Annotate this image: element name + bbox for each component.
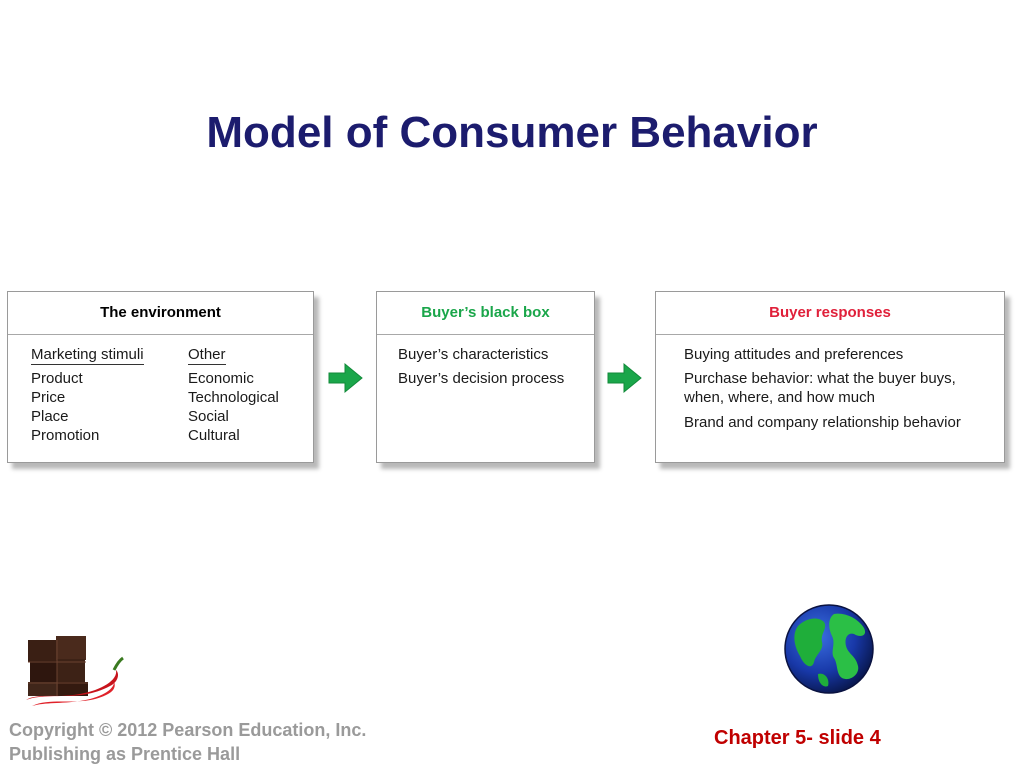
black-box-list: Buyer’s characteristics Buyer’s decision… <box>398 345 584 393</box>
marketing-stimuli-column: Marketing stimuli Product Price Place Pr… <box>31 345 144 445</box>
slide-number: Chapter 5- slide 4 <box>714 727 881 749</box>
stimulus-item: Product <box>31 370 83 387</box>
environment-box: The environment Marketing stimuli Produc… <box>7 291 314 463</box>
response-item: Purchase behavior: what the buyer buys, … <box>684 370 956 406</box>
buyers-black-box: Buyer’s black box Buyer’s characteristic… <box>376 291 595 463</box>
copyright-notice: Copyright © 2012 Pearson Education, Inc.… <box>9 718 366 766</box>
environment-box-title: The environment <box>8 292 313 335</box>
chocolate-and-chili-icon <box>26 636 124 706</box>
right-arrow-icon <box>607 362 642 394</box>
stimulus-item: Promotion <box>31 427 100 444</box>
response-item: Buying attitudes and preferences <box>684 346 904 363</box>
other-item: Social <box>188 408 229 425</box>
slide-title: Model of Consumer Behavior <box>206 108 818 157</box>
other-header: Other <box>188 346 226 365</box>
right-arrow-icon <box>328 362 363 394</box>
other-column: Other Economic Technological Social Cult… <box>188 345 279 445</box>
buyer-responses-list: Buying attitudes and preferences Purchas… <box>684 345 990 437</box>
buyer-responses-box: Buyer responses Buying attitudes and pre… <box>655 291 1005 463</box>
other-item: Cultural <box>188 427 240 444</box>
stimulus-item: Place <box>31 408 69 425</box>
stimulus-item: Price <box>31 389 66 406</box>
globe-icon <box>784 604 874 694</box>
response-item: Brand and company relationship behavior <box>684 414 961 431</box>
black-box-item: Buyer’s decision process <box>398 370 565 387</box>
other-item: Economic <box>188 370 254 387</box>
copyright-line-2: Publishing as Prentice Hall <box>9 744 241 764</box>
black-box-title: Buyer’s black box <box>377 292 594 335</box>
buyer-responses-title: Buyer responses <box>656 292 1004 335</box>
copyright-line-1: Copyright © 2012 Pearson Education, Inc. <box>9 720 367 740</box>
black-box-item: Buyer’s characteristics <box>398 346 549 363</box>
other-item: Technological <box>188 389 279 406</box>
marketing-stimuli-header: Marketing stimuli <box>31 346 144 365</box>
